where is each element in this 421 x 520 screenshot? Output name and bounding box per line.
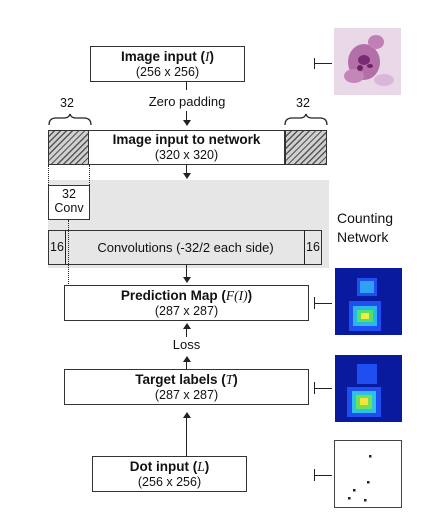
left-brace [48, 113, 92, 126]
dot-input-title: Dot input (L) [129, 459, 210, 474]
prediction-map-box: Prediction Map (F(I)) (287 x 287) [64, 285, 309, 321]
right-brace [284, 113, 328, 126]
pad-left-label: 32 [60, 96, 74, 110]
convolutions-label: Convolutions (-32/2 each side) [97, 240, 274, 255]
loss-label: Loss [172, 337, 201, 352]
conv-left-16: 16 [50, 240, 64, 254]
image-input-box: Image input (I) (256 x 256) [90, 46, 245, 82]
conv-box: 32 Conv [48, 185, 90, 220]
network-input-size: (320 x 320) [154, 148, 219, 162]
conv-size: 32 [62, 187, 76, 201]
network-input-title: Image input to network [112, 132, 261, 147]
target-labels-size: (287 x 287) [154, 388, 219, 402]
target-labels-title: Target labels (T) [135, 372, 238, 387]
zero-padding-label: Zero padding [148, 94, 226, 109]
image-input-title: Image input (I) [121, 49, 214, 64]
convolutions-bar [48, 230, 322, 265]
dot-annotation-thumbnail [334, 440, 402, 508]
conv-label: Conv [54, 201, 84, 215]
target-heatmap [335, 355, 402, 422]
right-padding-hatch [285, 130, 327, 165]
prediction-heatmap [335, 268, 402, 335]
pad-right-label: 32 [296, 96, 310, 110]
dot-input-size: (256 x 256) [137, 475, 202, 489]
counting-network-label: Counting Network [337, 210, 394, 245]
left-padding-hatch [48, 130, 89, 165]
histology-thumbnail [334, 28, 401, 95]
prediction-map-title: Prediction Map (F(I)) [120, 288, 253, 303]
prediction-map-size: (287 x 287) [154, 304, 219, 318]
network-input-box: Image input to network (320 x 320) [88, 130, 285, 165]
image-input-size: (256 x 256) [135, 65, 200, 79]
target-labels-box: Target labels (T) (287 x 287) [64, 369, 309, 405]
dot-input-box: Dot input (L) (256 x 256) [92, 456, 247, 492]
conv-right-16: 16 [306, 240, 320, 254]
